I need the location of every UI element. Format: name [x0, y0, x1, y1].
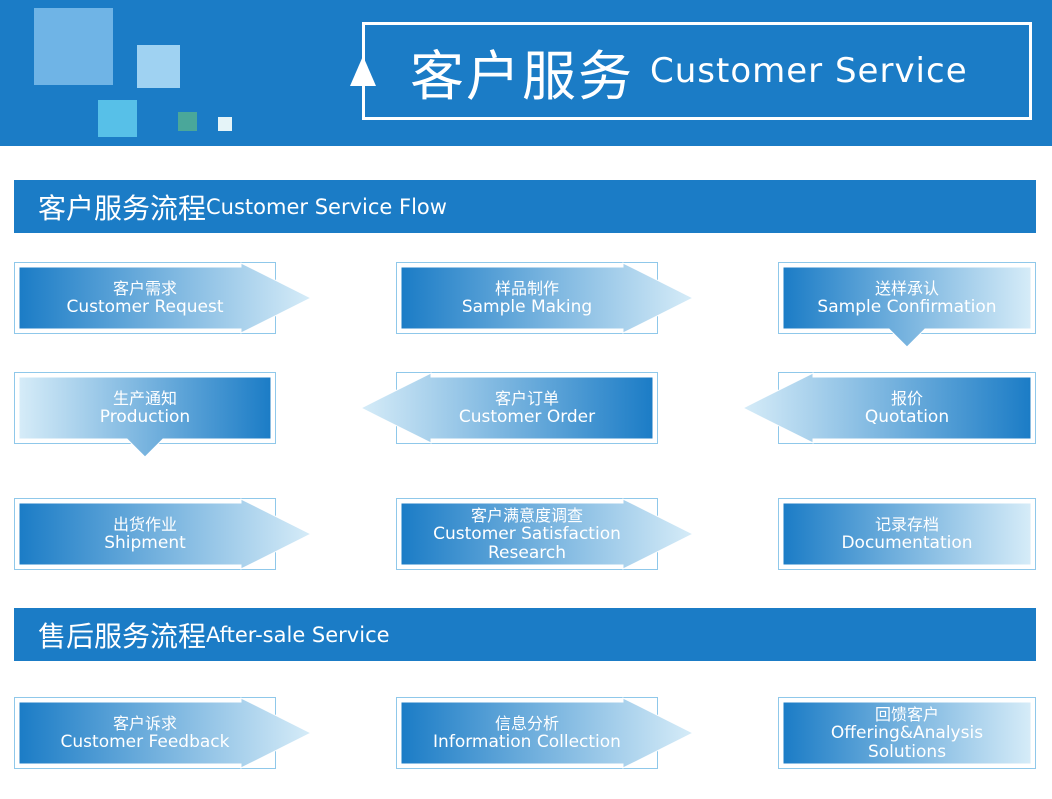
flow-node-label-en: Customer Order — [458, 407, 596, 427]
flow-node-label-zh: 送样承认 — [874, 279, 939, 298]
flow-arrow-right-shape — [400, 498, 695, 570]
flow-node-shape — [778, 697, 1036, 769]
section-heading-en: Customer Service Flow — [206, 194, 447, 219]
page-title: 客户服务 Customer Service — [410, 36, 1030, 108]
flow-arrow-right-shape — [18, 498, 313, 570]
flow-arrow-left-shape — [741, 372, 1032, 444]
page-title-en: Customer Service — [650, 51, 968, 91]
flow-node-label-en: Sample Making — [461, 297, 593, 317]
flow-node-shape — [14, 498, 313, 570]
flow-node-label-zh: 信息分析 — [494, 714, 559, 733]
decor-square-large — [34, 8, 113, 85]
flow-node-label-zh: 生产通知 — [112, 389, 177, 408]
flow-node-label-en: Shipment — [104, 533, 186, 553]
flow-node-label-en: Information Collection — [433, 732, 621, 752]
flow-node-label-en: Research — [488, 542, 566, 563]
decor-square-medium — [137, 45, 180, 88]
section-heading-zh: 客户服务流程 — [38, 191, 207, 225]
flow-node-label-en: Production — [99, 407, 191, 427]
frame-arrow-icon — [350, 56, 376, 86]
flow-node-label-en: Sample Confirmation — [817, 297, 997, 317]
decor-square-teal — [178, 112, 197, 131]
flow-node-shape — [778, 498, 1036, 570]
flow-node-label-zh: 记录存档 — [874, 515, 939, 534]
page-title-zh: 客户服务 — [410, 44, 634, 108]
flow-node-label-zh: 出货作业 — [112, 515, 177, 534]
flow-node-box — [782, 701, 1032, 765]
flow-node-label-en: Quotation — [864, 407, 950, 427]
flow-node-shape — [396, 262, 695, 334]
flow-arrow-right-shape — [18, 697, 313, 769]
flow-node-shape — [396, 498, 695, 570]
decor-square-cyan — [98, 100, 137, 137]
flow-node-label-zh: 客户订单 — [494, 389, 559, 408]
flow-arrow-right-shape — [400, 262, 695, 334]
flow-arrow-right-shape — [400, 697, 695, 769]
flow-node-label-en: Solutions — [867, 741, 947, 762]
flow-node-shape — [741, 372, 1036, 444]
flow-node-shape — [396, 697, 695, 769]
flow-arrow-right-shape — [18, 262, 313, 334]
flow-node-label-en: Offering&Analysis — [830, 722, 984, 743]
flow-node-shape — [14, 372, 276, 458]
flow-node-box — [782, 502, 1032, 566]
header-banner: 客户服务 Customer Service — [0, 0, 1052, 146]
flow-arrow-down-shape — [18, 376, 272, 458]
section-heading-service-flow: 客户服务流程 Customer Service Flow — [14, 180, 1036, 233]
flow-node-label-zh: 报价 — [890, 389, 923, 408]
flow-node-label-zh: 样品制作 — [494, 279, 559, 298]
section-heading-after-sale: 售后服务流程 After-sale Service — [14, 608, 1036, 661]
flow-node-shape — [14, 262, 313, 334]
decor-square-small — [218, 117, 232, 131]
flow-node-label-zh: 客户诉求 — [112, 714, 177, 733]
flow-node-label-zh: 客户满意度调查 — [470, 505, 583, 525]
flow-arrow-left-shape — [359, 372, 654, 444]
section-heading-en: After-sale Service — [206, 622, 390, 647]
flow-arrow-down-shape — [782, 266, 1032, 348]
flow-node-shape — [359, 372, 658, 444]
flow-node-label-en: Customer Satisfaction — [433, 523, 621, 544]
flow-node-shape — [14, 697, 313, 769]
flow-node-label-zh: 回馈客户 — [874, 704, 939, 724]
flow-node-label-zh: 客户需求 — [112, 279, 177, 298]
flow-node-label-en: Documentation — [841, 533, 973, 553]
flow-node-shape — [778, 262, 1036, 348]
flow-node-label-en: Customer Feedback — [60, 732, 230, 752]
section-heading-zh: 售后服务流程 — [38, 619, 207, 653]
flow-node-label-en: Customer Request — [66, 297, 224, 317]
